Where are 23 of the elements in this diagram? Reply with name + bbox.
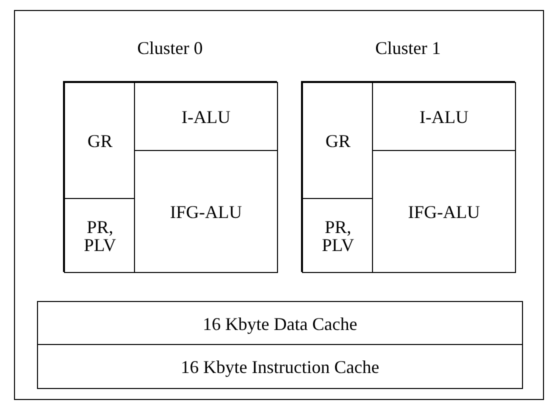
register-box [302,198,374,273]
register-box [64,198,136,273]
register-box [302,82,374,200]
cluster-heading: Cluster 0 [136,38,204,59]
block-label: 16 Kbyte Data Cache [202,314,358,332]
alu-box [134,150,278,273]
alu-box [372,82,516,152]
alu-box [134,82,278,152]
block-label: IFG-ALU [408,202,480,220]
alu-box [372,150,516,273]
cluster-heading: Cluster 1 [374,38,442,59]
register-box [64,82,136,200]
block-label: PR, PLV [320,218,356,254]
block-label: IFG-ALU [170,202,242,220]
frame-box [14,10,544,400]
cache-box [37,301,523,346]
block-label: I-ALU [182,108,230,126]
block-label: PR, PLV [82,218,118,254]
cache-box [37,344,523,389]
block-label: 16 Kbyte Instruction Cache [180,358,380,376]
block-label: GR [87,132,112,150]
block-label: I-ALU [420,108,468,126]
block-label: GR [325,132,350,150]
